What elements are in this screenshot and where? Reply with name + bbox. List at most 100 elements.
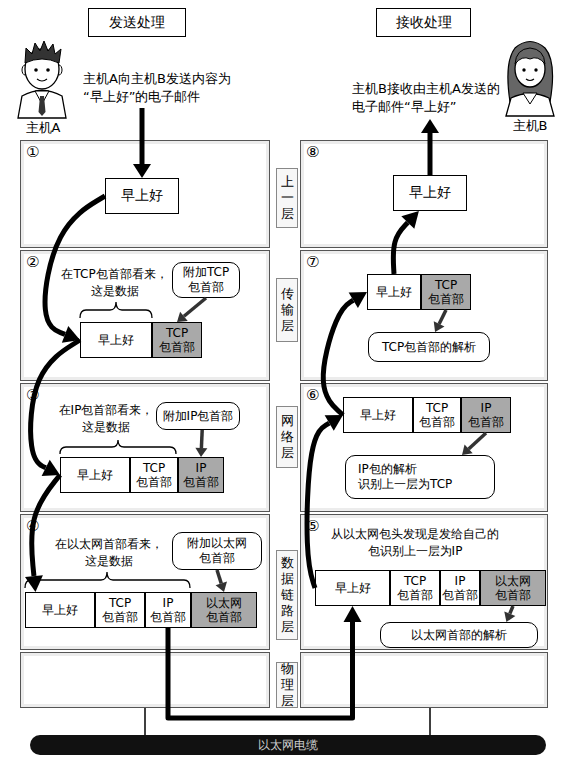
data-box: 早上好 bbox=[393, 175, 467, 211]
section-header: 接收处理 bbox=[376, 8, 471, 37]
node-text: 早上好 bbox=[77, 468, 113, 482]
step-number: ⑧ bbox=[306, 144, 319, 161]
collar bbox=[35, 91, 49, 104]
eye bbox=[534, 68, 537, 71]
header-segment: IP 包首部 bbox=[178, 457, 224, 493]
step-panel: ③附加IP包首部早上好TCP 包首部IP 包首部 bbox=[20, 383, 270, 512]
node-text: 早上好 bbox=[335, 581, 371, 595]
ethernet-cable: 以太网电缆 bbox=[30, 735, 546, 755]
packet-segment: TCP 包首部 bbox=[130, 457, 178, 493]
packet-segment: 早上好 bbox=[367, 274, 421, 310]
step-number: ④ bbox=[26, 518, 39, 535]
node-text: IP 包首部 bbox=[441, 574, 479, 602]
annotation-text: 主机B bbox=[500, 117, 560, 135]
node-text: IP 包首部 bbox=[462, 401, 510, 429]
head bbox=[515, 51, 545, 87]
step-number: ② bbox=[26, 254, 39, 271]
step-number: ⑦ bbox=[306, 254, 319, 271]
step-number: ⑤ bbox=[306, 518, 319, 535]
header-segment: IP 包首部 bbox=[461, 397, 511, 433]
packet-segment: 早上好 bbox=[80, 322, 152, 358]
step-number: ① bbox=[26, 144, 39, 161]
ear bbox=[22, 65, 28, 75]
packet-segment: IP 包首部 bbox=[145, 592, 191, 628]
node-text: IP包的解析 识别上一层为TCP bbox=[358, 462, 482, 492]
node-text: 物理层 bbox=[280, 661, 294, 709]
node-text: 早上好 bbox=[409, 184, 451, 202]
packet-segment: 早上好 bbox=[25, 592, 95, 628]
node-text: TCP 包首部 bbox=[422, 278, 470, 306]
node-text: IP 包首部 bbox=[146, 596, 190, 624]
tie bbox=[39, 96, 46, 116]
head bbox=[25, 49, 59, 89]
cable-wire bbox=[429, 708, 431, 735]
annotation-text: 主机A向主机B发送内容为 “早上好”的电子邮件 bbox=[83, 70, 233, 108]
node-text: 发送处理 bbox=[109, 14, 165, 32]
step-panel: ⑧ 早上好 bbox=[300, 140, 548, 248]
node-text: 早上好 bbox=[360, 408, 396, 422]
data-box: 早上好 bbox=[105, 178, 179, 214]
annotation-text: 主机A bbox=[14, 119, 72, 137]
node-text: TCP 包首部 bbox=[153, 326, 201, 354]
header-segment: TCP 包首部 bbox=[421, 274, 471, 310]
node-text: IP 包首部 bbox=[179, 461, 223, 489]
step-number: ⑥ bbox=[306, 387, 319, 404]
eye bbox=[522, 68, 525, 71]
bangs bbox=[515, 48, 545, 64]
layer-label: 传输层 bbox=[276, 278, 298, 342]
step-panel: ④附加以太网 包首部早上好TCP 包首部IP 包首部以太网 包首部 bbox=[20, 514, 270, 650]
node-text: 附加TCP 包首部 bbox=[176, 265, 236, 295]
callout-box: IP包的解析 识别上一层为TCP bbox=[345, 455, 495, 499]
step-number: ③ bbox=[26, 387, 39, 404]
annotation-text: 在TCP包首部看来， 这是数据 bbox=[57, 266, 172, 300]
node-text: 以太网 包首部 bbox=[192, 596, 256, 624]
node-text: TCP 包首部 bbox=[131, 461, 177, 489]
suit bbox=[18, 91, 66, 119]
node-text: 以太网首部的解析 bbox=[411, 628, 507, 643]
step-panel: ① 早上好 bbox=[20, 140, 270, 248]
ear bbox=[56, 65, 62, 75]
eye bbox=[46, 68, 50, 72]
hair bbox=[25, 41, 61, 63]
packet-segment: TCP 包首部 bbox=[413, 397, 461, 433]
node-text: 上一层 bbox=[280, 174, 294, 222]
callout-box: TCP包首部的解析 bbox=[368, 332, 490, 362]
hair bbox=[508, 42, 553, 103]
node-text: TCP 包首部 bbox=[414, 401, 460, 429]
step-panel: ⑦ 早上好 TCP 包首部 TCP包首部的解析 bbox=[300, 250, 548, 381]
cable-wire bbox=[144, 708, 146, 735]
node-text: 早上好 bbox=[121, 187, 163, 205]
node-text: 数据链路层 bbox=[280, 555, 294, 635]
header-segment: 以太网 包首部 bbox=[480, 570, 546, 606]
layer-label: 物理层 bbox=[276, 662, 298, 708]
collar bbox=[523, 93, 537, 104]
eye bbox=[34, 68, 38, 72]
node-text: TCP包首部的解析 bbox=[382, 340, 476, 355]
callout-box: 以太网首部的解析 bbox=[380, 622, 538, 648]
layer-label: 网络层 bbox=[276, 406, 298, 468]
node-text: 以太网电缆 bbox=[258, 737, 318, 754]
physical-panel bbox=[301, 653, 548, 708]
header-segment: 以太网 包首部 bbox=[191, 592, 257, 628]
host-a-icon bbox=[18, 41, 66, 118]
section-header: 发送处理 bbox=[88, 8, 186, 37]
panel-band bbox=[23, 655, 268, 706]
panel-band bbox=[303, 655, 546, 706]
packet-segment: 早上好 bbox=[60, 457, 130, 493]
layer-label: 数据链路层 bbox=[276, 550, 298, 640]
node-text: 接收处理 bbox=[396, 14, 452, 32]
host-b-icon bbox=[506, 42, 554, 117]
packet-segment: 早上好 bbox=[343, 397, 413, 433]
packet-segment: TCP 包首部 bbox=[390, 570, 440, 606]
node-text: 早上好 bbox=[98, 333, 134, 347]
node-text: 网络层 bbox=[280, 413, 294, 461]
layer-label: 上一层 bbox=[276, 168, 298, 228]
mouth bbox=[526, 79, 534, 81]
node-text: 早上好 bbox=[376, 285, 412, 299]
node-text: 以太网 包首部 bbox=[481, 574, 545, 602]
annotation-text: 在以太网首部看来， 这是数据 bbox=[50, 536, 168, 570]
node-text: TCP 包首部 bbox=[391, 574, 439, 602]
node-text: 传输层 bbox=[280, 286, 294, 334]
header-segment: TCP 包首部 bbox=[152, 322, 202, 358]
